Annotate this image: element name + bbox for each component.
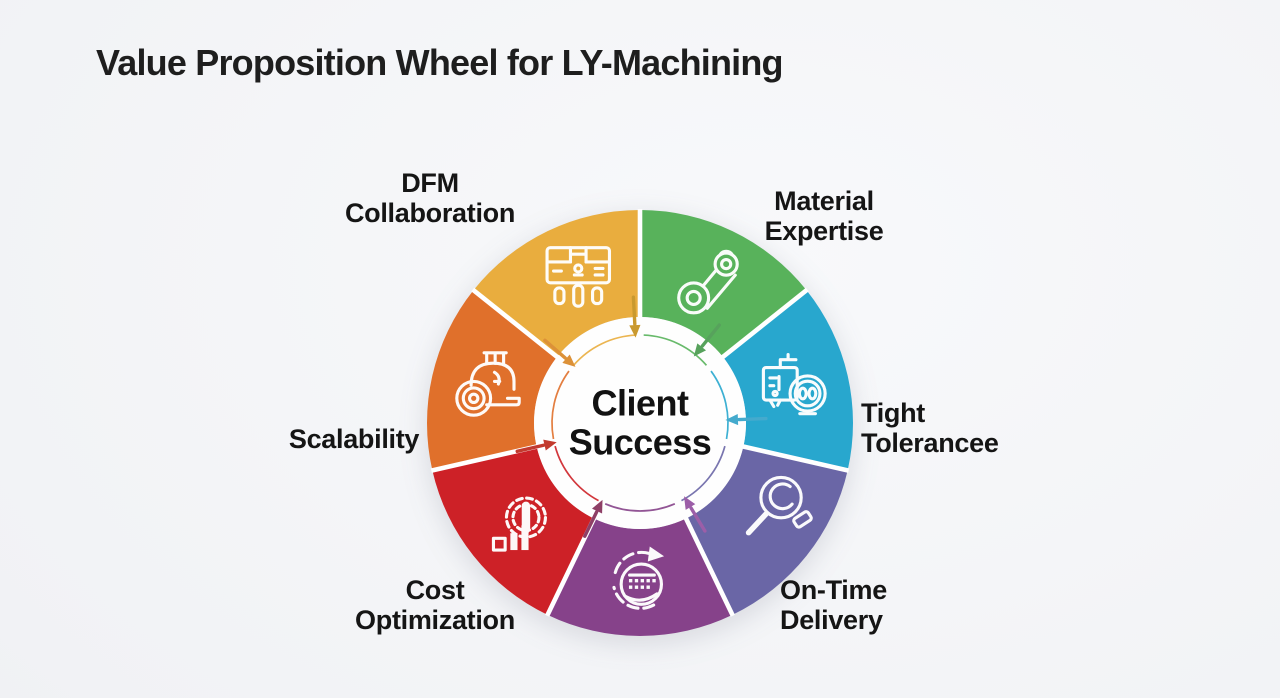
delivery-schedule-icon: [612, 546, 665, 610]
coil-machine-icon: [455, 351, 521, 417]
center-label-line1: Client: [591, 382, 689, 424]
center-disc: [534, 317, 746, 529]
segment-on-time-delivery: [547, 518, 733, 636]
page-title: Value Proposition Wheel for LY-Machining: [96, 42, 784, 83]
segment-tight-tolerance: [722, 290, 853, 471]
wheel-center-label: Client Success: [569, 383, 712, 461]
inspection-magnifier-icon: [745, 475, 813, 536]
segment-icons: [455, 246, 827, 610]
segment-material-expertise: [640, 210, 807, 357]
segment-quality-inspection: [685, 446, 848, 615]
engineering-drawing-icon: [545, 246, 612, 308]
cost-gear-chart-icon: [491, 496, 548, 552]
inward-arrows: [515, 295, 768, 538]
connecting-rod-icon: [677, 249, 739, 315]
caliper-gauge-icon: [761, 352, 827, 416]
center-label-line2: Success: [568, 421, 712, 463]
center-rim-ring: [551, 334, 729, 512]
label-scalability: Scalability: [288, 424, 420, 454]
segment-scalability: [427, 290, 558, 471]
